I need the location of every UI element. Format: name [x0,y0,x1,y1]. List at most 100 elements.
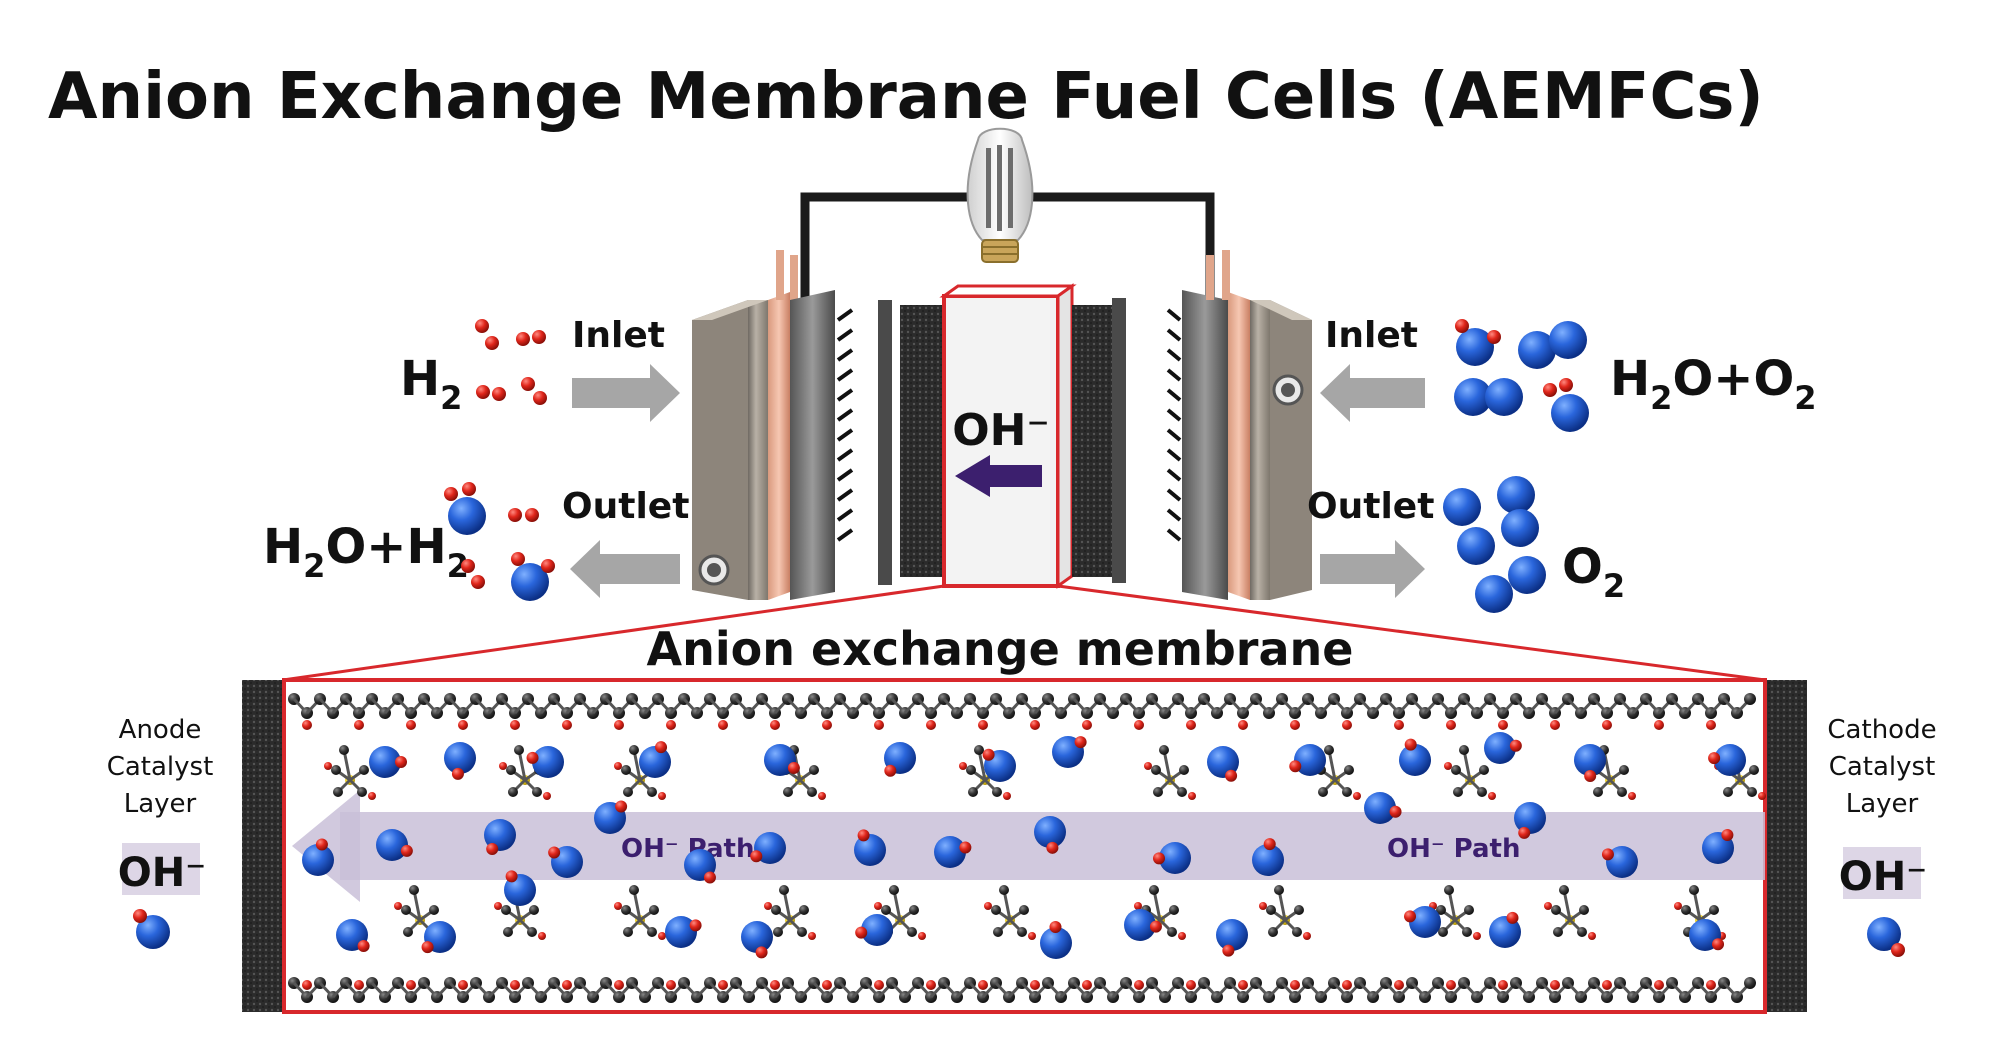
hydroxide-hydrogen [855,926,868,939]
side-bond [1692,889,1702,921]
hydroxide-hydrogen [1518,826,1531,839]
oxygen-atom [1186,980,1196,990]
oxygen-atom [1342,720,1352,730]
cathode-ion-badge [1843,847,1921,899]
carbon-atom [1464,905,1474,915]
oxygen-atom [614,720,624,730]
carbon-atom [1266,905,1276,915]
hydroxide-hydrogen [755,946,768,959]
hydroxide-hydrogen [1046,841,1059,854]
carbon-atom [331,765,341,775]
oxygen-atom [354,720,364,730]
hydroxide-oxygen [854,834,886,866]
hydroxide-hydrogen [1289,760,1302,773]
carbon-atom [357,787,367,797]
carbon-atom [1019,905,1029,915]
carbon-atom [1324,745,1334,755]
oxygen-atom [1290,720,1300,730]
oxygen-atom [1446,980,1456,990]
oxygen-atom [1674,902,1682,910]
water-molecules [444,482,555,601]
carbon-atom [1177,787,1187,797]
hydroxide-hydrogen [1712,938,1725,951]
o2-h2o-molecules [1454,319,1589,432]
anode-label-line-1: Anode [119,715,202,745]
oxygen-atom [1238,720,1248,730]
carbon-atom [647,927,657,937]
carbon-atom [1744,977,1756,989]
oxygen-atom [1602,720,1612,730]
carbon-atom [1167,927,1177,937]
o2-molecules [1443,476,1546,613]
oxygen-atom [499,762,507,770]
hydroxide-hydrogen [315,838,328,851]
zoom-lines [282,584,1766,682]
oxygen-atom [818,792,826,800]
oxygen-atom [1498,980,1508,990]
oxygen-atom [1758,792,1766,800]
hydroxide-oxygen [1409,906,1441,938]
oxygen-atom [1186,720,1196,730]
oxygen-atom [1706,720,1716,730]
side-bond [1327,749,1337,781]
carbon-atom [991,905,1001,915]
carbon-atom [621,765,631,775]
hydroxide-hydrogen [548,846,561,859]
hydroxide-oxygen [302,844,334,876]
carbon-atom [1462,927,1472,937]
hydroxide-oxygen [1489,916,1521,948]
oxygen-atom [1394,980,1404,990]
carbon-atom [1436,905,1446,915]
carbon-atom [881,905,891,915]
carbon-atom [429,905,439,915]
oxygen-atom [770,720,780,730]
oxygen-atom [458,720,468,730]
side-bond [892,889,902,921]
carbon-atom [359,765,369,775]
anode-label-line-3: Layer [124,789,197,819]
hydroxide-hydrogen [1074,736,1087,749]
oxygen-atom [324,762,332,770]
anode-current-collector [768,292,790,600]
oxygen-atom [368,792,376,800]
side-bond [1152,889,1162,921]
hydroxide-oxygen [1606,846,1638,878]
hydroxide-oxygen [1252,844,1284,876]
oxygen-atom [538,932,546,940]
side-bond [1277,889,1287,921]
carbon-atom [1153,787,1163,797]
hydroxide-hydrogen [1404,910,1417,923]
hydroxide-oxygen [444,742,476,774]
oxygen-atom [1550,720,1560,730]
carbon-atom [1689,885,1699,895]
hydroxide-oxygen [665,916,697,948]
carbon-atom [1342,787,1352,797]
hydroxide-hydrogen [1584,769,1597,782]
cathode-catalyst-layer: Cathode Catalyst Layer OH⁻ [1827,715,1937,957]
carbon-atom [773,927,783,937]
carbon-atom [1017,927,1027,937]
hydroxide-hydrogen [1149,920,1162,933]
carbon-atom [889,885,899,895]
hydroxide-hydrogen [655,741,668,754]
carbon-atom [623,927,633,937]
membrane-zoom-title: Anion exchange membrane [647,622,1354,676]
side-bond [782,889,792,921]
carbon-atom [1274,885,1284,895]
hydroxide-hydrogen [1222,944,1235,957]
hydroxide-hydrogen [1601,848,1614,861]
oxygen-atom [562,980,572,990]
carbon-atom [907,927,917,937]
cathode-outlet: Outlet O2 [1307,476,1625,613]
oxygen-atom [874,902,882,910]
carbon-atom [1551,905,1561,915]
carbon-atom [1577,927,1587,937]
oxygen-atom [1628,792,1636,800]
carbon-atom [799,905,809,915]
oxygen-atom [978,720,988,730]
hydroxide-hydrogen [357,940,370,953]
carbon-atom [909,905,919,915]
oxygen-atom [510,720,520,730]
carbon-atom [1149,885,1159,895]
anode-outlet: H2O+H2 Outlet [263,482,689,601]
